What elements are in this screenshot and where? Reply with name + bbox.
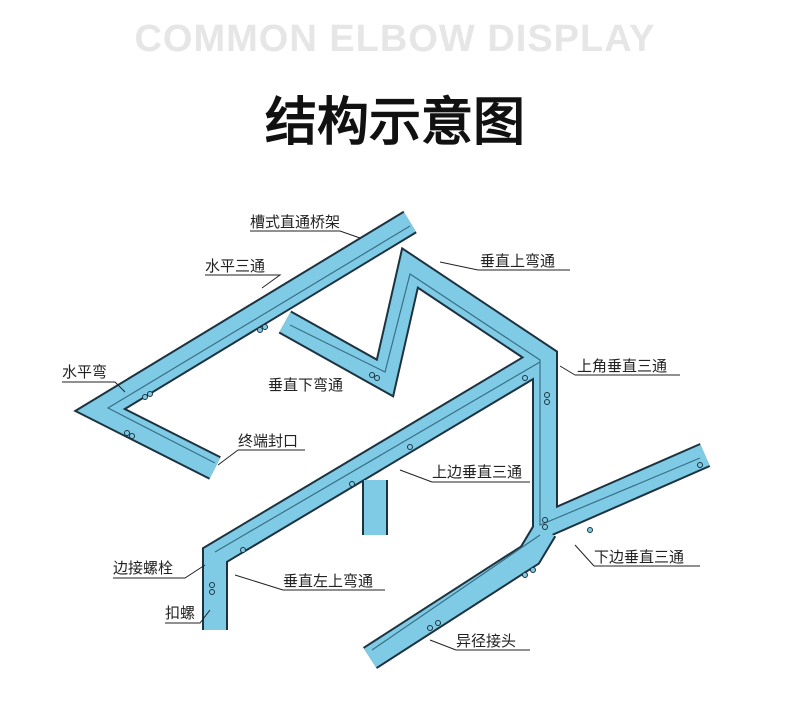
label-horizontal-tee: 水平三通 — [205, 257, 266, 275]
label-vertical-left-up-elbow: 垂直左上弯通 — [283, 572, 374, 590]
label-horizontal-elbow: 水平弯 — [62, 363, 108, 381]
label-connecting-bolt: 边接螺栓 — [113, 559, 174, 577]
label-top-corner-vertical-tee: 上角垂直三通 — [577, 357, 668, 375]
leader-lines — [62, 230, 700, 651]
bolt-marks — [124, 324, 703, 631]
page-title: 结构示意图 — [264, 93, 525, 153]
subtitle: COMMON ELBOW DISPLAY — [134, 18, 656, 60]
label-reducer: 异径接头 — [456, 632, 517, 650]
label-straight-tray: 槽式直通桥架 — [250, 213, 341, 231]
label-nut: 扣螺 — [165, 604, 196, 622]
label-upper-vertical-tee: 上边垂直三通 — [432, 463, 523, 481]
tray-edge-lines — [106, 225, 701, 651]
label-lower-vertical-tee: 下边垂直三通 — [594, 548, 685, 566]
tray-body — [77, 212, 710, 668]
label-vertical-down-elbow: 垂直下弯通 — [268, 376, 344, 394]
label-vertical-up-elbow: 垂直上弯通 — [480, 252, 556, 270]
label-end-cap: 终端封口 — [238, 432, 299, 450]
